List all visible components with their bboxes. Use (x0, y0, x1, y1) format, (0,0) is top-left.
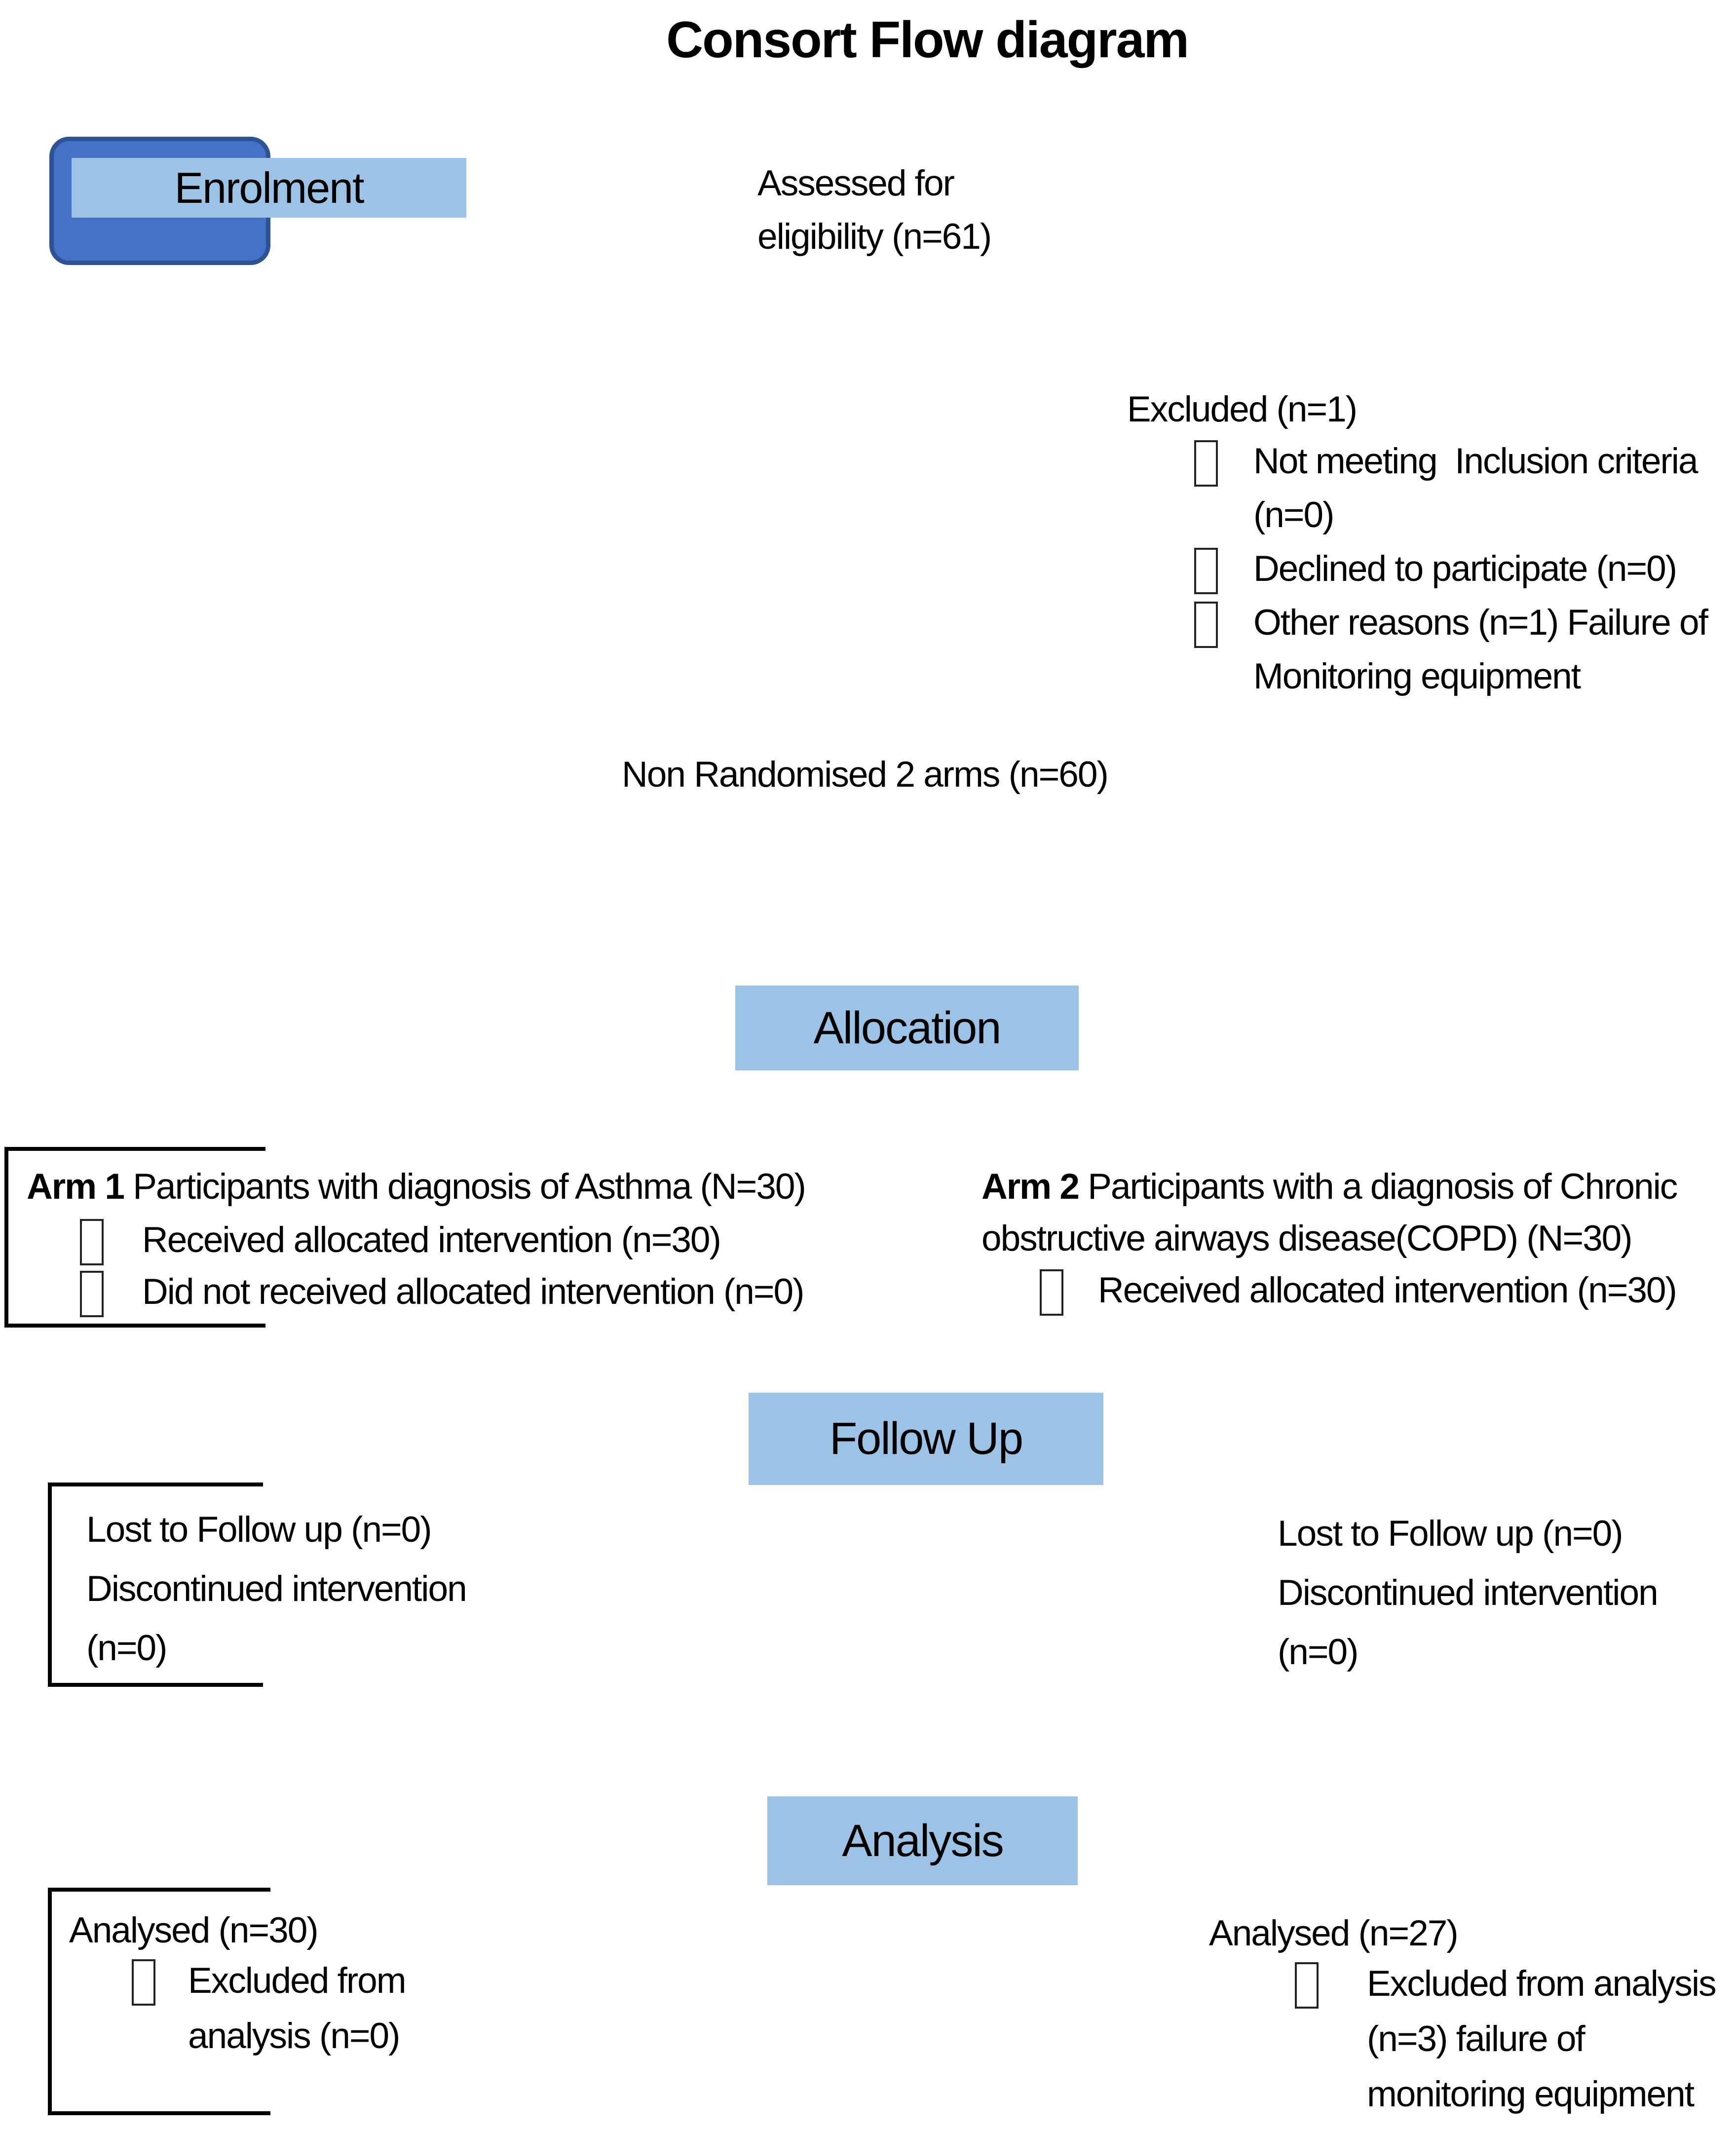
non-randomised-text: Non Randomised 2 arms (n=60) (622, 755, 1109, 795)
analysed-right-item-text: Excluded from analysis (n=3) failure of … (1367, 1956, 1717, 2122)
follow-up-stage-banner: Follow Up (749, 1393, 1103, 1485)
analysed-right-item-line: monitoring equipment (1367, 2074, 1695, 2114)
empty-checkbox-icon (1194, 602, 1218, 648)
analysis-stage-label: Analysis (842, 1815, 1004, 1866)
follow-up-right-line: Lost to Follow up (n=0) (1278, 1514, 1623, 1554)
follow-up-left-line: Discontinued intervention (86, 1569, 467, 1609)
follow-up-right-line: Discontinued intervention (1278, 1573, 1659, 1613)
excluded-item-text: Other reasons (n=1) Failure of Monitorin… (1253, 596, 1708, 703)
enrolment-stage-banner: Enrolment (72, 158, 466, 218)
excluded-items-list: Not meeting Inclusion criteria (n=0) Dec… (1194, 434, 1708, 703)
empty-checkbox-icon (1040, 1269, 1063, 1316)
analysed-right-heading: Analysed (n=27) (1209, 1913, 1459, 1953)
page-title: Consort Flow diagram (666, 11, 1189, 69)
arm2-items-list: Received allocated intervention (n=30) (1040, 1264, 1677, 1316)
analysed-left-items-list: Excluded from analysis (n=0) (132, 1953, 407, 2064)
arm1-block: Arm 1 Participants with diagnosis of Ast… (27, 1161, 806, 1213)
empty-checkbox-icon (132, 1959, 155, 2006)
arm2-item: Received allocated intervention (n=30) (1040, 1264, 1677, 1316)
arm2-block: Arm 2 Participants with a diagnosis of C… (981, 1161, 1678, 1264)
follow-up-left-line: (n=0) (86, 1628, 167, 1668)
arm1-item-line: Did not received allocated intervention … (142, 1272, 804, 1312)
excluded-item-line: Declined to participate (n=0) (1253, 549, 1677, 589)
analysed-right-items-list: Excluded from analysis (n=3) failure of … (1295, 1956, 1717, 2122)
excluded-item: Other reasons (n=1) Failure of Monitorin… (1194, 596, 1708, 703)
analysed-left-item-line: analysis (n=0) (188, 2016, 400, 2056)
arm1-item-line: Received allocated intervention (n=30) (142, 1220, 721, 1260)
excluded-item: Declined to participate (n=0) (1194, 542, 1707, 596)
follow-up-left-line: Lost to Follow up (n=0) (86, 1510, 432, 1550)
analysed-left-item: Excluded from analysis (n=0) (132, 1953, 407, 2064)
excluded-item-line: Not meeting Inclusion criteria (1253, 441, 1698, 481)
allocation-stage-label: Allocation (813, 1002, 1002, 1053)
analysed-right-item-line: (n=3) failure of (1367, 2019, 1585, 2059)
follow-up-right-block: Lost to Follow up (n=0) Discontinued int… (1278, 1504, 1659, 1682)
excluded-heading: Excluded (n=1) (1127, 389, 1358, 429)
arm1-item: Did not received allocated intervention … (80, 1266, 804, 1318)
analysed-left-item-text: Excluded from analysis (n=0) (188, 1953, 407, 2064)
arm1-item: Received allocated intervention (n=30) (80, 1214, 803, 1266)
arm1-box-border (4, 1147, 265, 1328)
arm2-description-line: Participants with a diagnosis of Chronic (1088, 1167, 1678, 1207)
arm1-label: Arm 1 (27, 1167, 125, 1207)
empty-checkbox-icon (1194, 440, 1218, 487)
follow-up-left-box-border (48, 1483, 263, 1687)
analysed-left-item-line: Excluded from (188, 1961, 407, 2001)
excluded-item-line: Monitoring equipment (1253, 656, 1581, 696)
empty-checkbox-icon (80, 1271, 104, 1317)
arm1-items-list: Received allocated intervention (n=30) D… (80, 1214, 804, 1318)
empty-checkbox-icon (1194, 548, 1218, 594)
follow-up-left-block: Lost to Follow up (n=0) Discontinued int… (86, 1500, 467, 1678)
arm2-description-line: obstructive airways disease(COPD) (N=30) (981, 1218, 1633, 1258)
empty-checkbox-icon (80, 1219, 104, 1265)
assessed-for-eligibility-block: Assessed for eligibility (n=61) (757, 157, 992, 264)
arm2-heading: Arm 2 Participants with a diagnosis of C… (981, 1161, 1678, 1213)
analysed-right-item: Excluded from analysis (n=3) failure of … (1295, 1956, 1717, 2122)
analysed-right-item-line: Excluded from analysis (1367, 1964, 1717, 2004)
empty-checkbox-icon (1295, 1962, 1319, 2009)
excluded-item-line: (n=0) (1253, 495, 1334, 535)
arm2-label: Arm 2 (981, 1167, 1080, 1207)
arm1-heading: Arm 1 Participants with diagnosis of Ast… (27, 1161, 806, 1213)
allocation-stage-banner: Allocation (735, 986, 1079, 1070)
arm1-description: Participants with diagnosis of Asthma (N… (133, 1167, 806, 1207)
excluded-item-line: Other reasons (n=1) Failure of (1253, 603, 1708, 643)
excluded-item-text: Not meeting Inclusion criteria (n=0) (1253, 434, 1698, 542)
analysis-stage-banner: Analysis (767, 1796, 1078, 1885)
follow-up-stage-label: Follow Up (829, 1413, 1023, 1464)
excluded-item: Not meeting Inclusion criteria (n=0) (1194, 434, 1707, 542)
analysed-left-box-border (48, 1888, 270, 2115)
enrolment-stage-label: Enrolment (174, 163, 364, 212)
excluded-item-text: Declined to participate (n=0) (1253, 542, 1677, 596)
assessed-line: eligibility (n=61) (757, 217, 992, 257)
analysed-left-heading: Analysed (n=30) (69, 1910, 319, 1950)
arm2-item-line: Received allocated intervention (n=30) (1098, 1270, 1677, 1310)
assessed-line: Assessed for (757, 163, 955, 203)
follow-up-right-line: (n=0) (1278, 1632, 1359, 1672)
